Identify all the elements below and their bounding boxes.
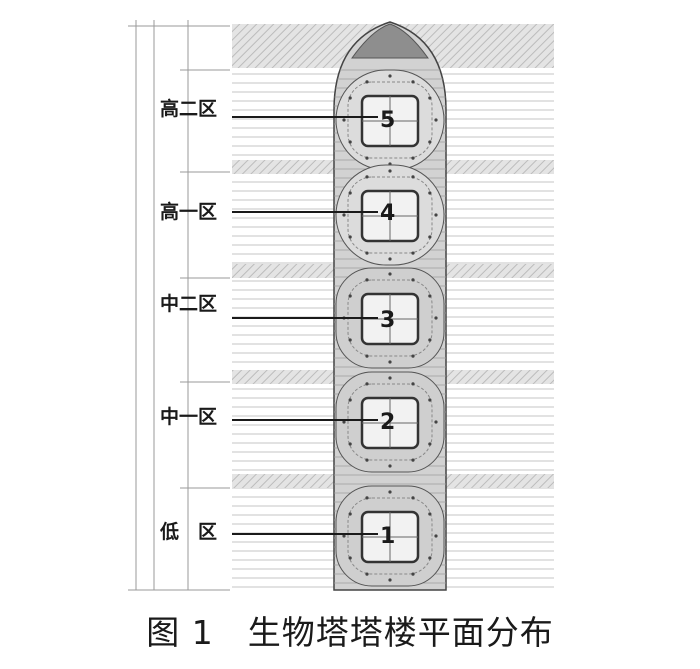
- column-dot: [434, 316, 438, 320]
- leader-lines: [232, 116, 378, 535]
- floor-plate-ring: [347, 497, 433, 575]
- column-dot: [348, 140, 352, 144]
- zone-numbers: 5 4 3 2 1: [380, 108, 395, 549]
- column-dot: [411, 278, 415, 282]
- column-dot: [342, 420, 346, 424]
- column-dot: [365, 496, 369, 500]
- column-dot: [348, 338, 352, 342]
- column-dot: [428, 398, 432, 402]
- column-dot: [388, 74, 392, 78]
- column-dot: [428, 96, 432, 100]
- column-dot: [388, 578, 392, 582]
- column-dot: [342, 118, 346, 122]
- column-dot: [411, 156, 415, 160]
- column-dot: [365, 458, 369, 462]
- column-dot: [348, 235, 352, 239]
- column-dot: [411, 80, 415, 84]
- column-dot: [428, 235, 432, 239]
- zone-number-3: 3: [380, 308, 395, 333]
- column-dot: [365, 156, 369, 160]
- zone-label-mid-1: 中一区: [160, 405, 217, 428]
- figure-number: 图 1: [146, 613, 214, 652]
- floor-plate-zone-4: [335, 164, 445, 266]
- zone-labels: 高二区 高一区 中二区 中一区 低 区: [159, 97, 217, 543]
- column-dot: [388, 490, 392, 494]
- column-dot: [365, 382, 369, 386]
- column-dot: [348, 96, 352, 100]
- floor-plate-zone-2: [335, 371, 445, 473]
- zone-number-1: 1: [380, 524, 395, 549]
- zone-label-high-2: 高二区: [160, 97, 217, 120]
- zone-number-2: 2: [380, 410, 395, 435]
- column-dot: [428, 512, 432, 516]
- zone-floor-plates: [335, 69, 445, 587]
- column-dot: [348, 191, 352, 195]
- column-dot: [428, 191, 432, 195]
- floor-plate-ring: [347, 176, 433, 254]
- zone-number-5: 5: [380, 108, 395, 133]
- column-dot: [342, 213, 346, 217]
- column-dot: [348, 512, 352, 516]
- column-dot: [434, 118, 438, 122]
- column-dot: [411, 496, 415, 500]
- column-dot: [365, 572, 369, 576]
- column-dot: [428, 140, 432, 144]
- column-dot: [428, 442, 432, 446]
- dimension-lines: [128, 20, 230, 591]
- tower-zone-diagram: 高二区 高一区 中二区 中一区 低 区 5 4 3 2 1: [128, 20, 554, 591]
- floor-plate-zone-5: [335, 69, 445, 171]
- column-dot: [434, 213, 438, 217]
- floor-plate-ring: [347, 383, 433, 461]
- column-dot: [388, 272, 392, 276]
- figure-title: 生物塔塔楼平面分布: [247, 613, 554, 652]
- zone-label-mid-2: 中二区: [160, 292, 217, 315]
- column-dot: [411, 572, 415, 576]
- column-dot: [411, 175, 415, 179]
- column-dot: [388, 464, 392, 468]
- zone-number-4: 4: [380, 201, 395, 226]
- column-dot: [434, 534, 438, 538]
- column-dot: [388, 169, 392, 173]
- column-dot: [348, 556, 352, 560]
- column-dot: [411, 251, 415, 255]
- column-dot: [434, 420, 438, 424]
- column-dot: [348, 442, 352, 446]
- column-dot: [411, 458, 415, 462]
- column-dot: [411, 354, 415, 358]
- column-dot: [365, 175, 369, 179]
- column-dot: [365, 251, 369, 255]
- column-dot: [365, 354, 369, 358]
- column-dot: [365, 278, 369, 282]
- column-dot: [428, 294, 432, 298]
- figure-caption: 图 1 生物塔塔楼平面分布: [0, 606, 700, 654]
- floor-plate-ring: [347, 81, 433, 159]
- column-dot: [348, 398, 352, 402]
- zone-label-high-1: 高一区: [160, 200, 217, 223]
- column-dot: [365, 80, 369, 84]
- column-dot: [342, 534, 346, 538]
- column-dot: [428, 556, 432, 560]
- column-dot: [348, 294, 352, 298]
- column-dot: [388, 376, 392, 380]
- column-dot: [411, 382, 415, 386]
- column-dot: [388, 360, 392, 364]
- column-dot: [388, 257, 392, 261]
- zone-label-low: 低 区: [159, 520, 217, 543]
- column-dot: [428, 338, 432, 342]
- floor-plate-zone-1: [335, 485, 445, 587]
